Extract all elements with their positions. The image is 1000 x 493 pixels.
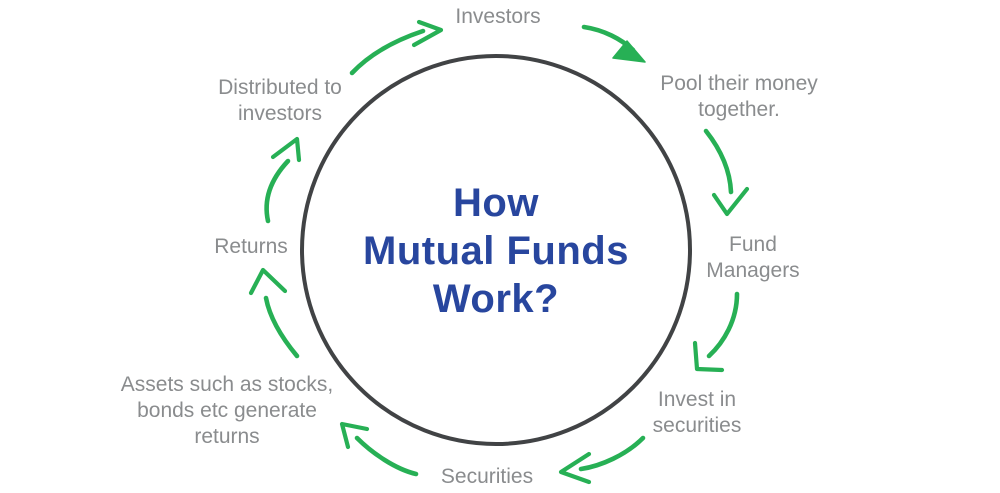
step-label-invest-securities: Invest in securities xyxy=(652,388,742,437)
step-label-fund-managers: Fund Managers xyxy=(706,233,800,282)
step-label-pool-money: Pool their money together. xyxy=(660,72,818,121)
arrow-invest-to-securities-icon xyxy=(558,435,646,485)
step-label-securities: Securities xyxy=(440,465,534,488)
arrow-securities-to-assets-icon xyxy=(339,421,419,477)
center-circle xyxy=(300,54,692,446)
arrow-pool-to-fund-managers-icon xyxy=(703,128,750,217)
arrow-fund-managers-to-invest-icon xyxy=(692,291,740,373)
arrow-investors-to-pool-icon xyxy=(581,24,646,63)
step-label-returns: Returns xyxy=(214,235,288,258)
step-label-assets-generate-returns: Assets such as stocks, bonds etc generat… xyxy=(120,373,334,448)
step-label-distributed-to-investors: Distributed to investors xyxy=(218,76,342,125)
arrow-distributed-to-investors-icon xyxy=(349,19,444,76)
step-label-investors: Investors xyxy=(455,5,541,28)
arrow-assets-to-returns-icon xyxy=(248,267,300,359)
diagram-title: How Mutual Funds Work? xyxy=(363,181,629,321)
arrow-returns-to-distributed-icon xyxy=(264,136,302,224)
